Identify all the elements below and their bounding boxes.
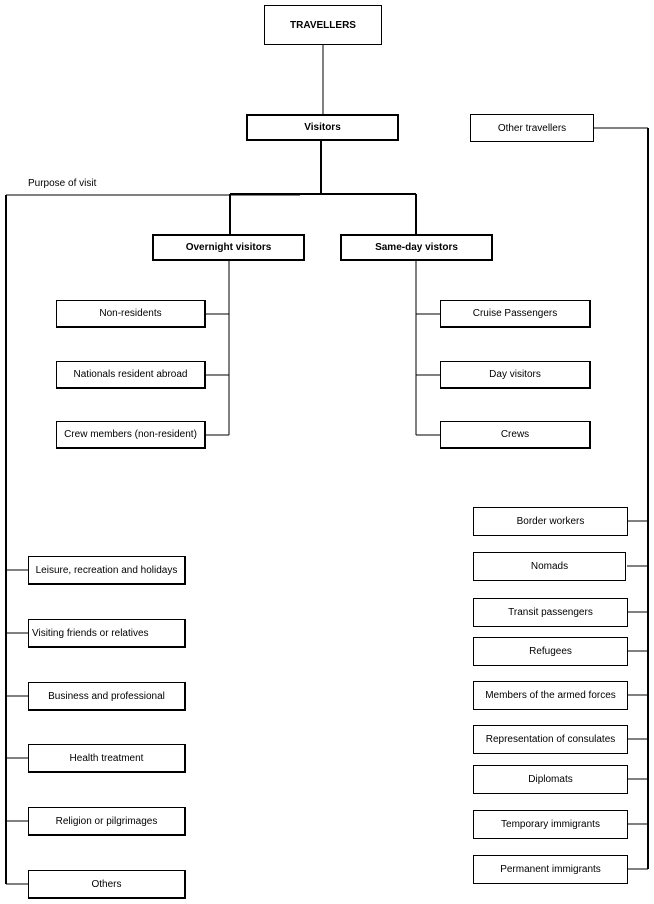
overnight-child-box: Nationals resident abroad [56,361,206,389]
purpose-box: Business and professional [28,682,186,711]
other-traveller-box: Refugees [473,637,628,666]
other-traveller-box: Temporary immigrants [473,810,628,839]
other-traveller-label: Refugees [529,646,572,657]
same-day-child-label: Cruise Passengers [472,308,558,319]
travellers-root-box: TRAVELLERS [264,5,382,45]
purpose-box: Others [28,870,186,899]
overnight-child-box: Non-residents [56,300,206,328]
travellers-root-label: TRAVELLERS [290,19,356,31]
purpose-label: Business and professional [48,690,165,702]
purpose-box: Visiting friends or relatives [28,619,186,648]
other-traveller-label: Nomads [530,561,569,572]
overnight-child-label: Crew members (non-resident) [64,429,197,440]
overnight-child-label: Non-residents [99,308,162,319]
other-travellers-box: Other travellers [470,114,594,142]
purpose-label: Others [91,878,122,890]
other-traveller-box: Nomads [473,552,626,581]
overnight-child-label: Nationals resident abroad [73,369,188,380]
purpose-label: Religion or pilgrimages [55,815,158,827]
other-traveller-box: Permanent immigrants [473,855,628,884]
purpose-box: Health treatment [28,744,186,773]
other-traveller-label: Representation of consulates [485,734,616,745]
purpose-label: Leisure, recreation and holidays [35,564,178,576]
purpose-label: Visiting friends or relatives [32,627,149,639]
visitors-box: Visitors [246,114,399,141]
purpose-box: Leisure, recreation and holidays [28,556,186,585]
same-day-child-box: Day visitors [440,361,591,389]
overnight-child-box: Crew members (non-resident) [56,421,206,449]
purpose-box: Religion or pilgrimages [28,807,186,836]
other-traveller-label: Border workers [516,516,585,527]
other-traveller-label: Temporary immigrants [501,819,600,830]
other-traveller-box: Transit passengers [473,598,628,627]
other-traveller-label: Permanent immigrants [500,864,601,875]
other-traveller-label: Diplomats [528,774,573,785]
visitors-label: Visitors [304,122,341,133]
purpose-of-visit-caption: Purpose of visit [28,178,97,189]
same-day-child-box: Cruise Passengers [440,300,591,328]
other-traveller-label: Members of the armed forces [485,690,616,701]
same-day-child-label: Day visitors [489,369,541,380]
same-day-child-box: Crews [440,421,591,449]
purpose-label: Health treatment [69,752,144,764]
other-traveller-box: Members of the armed forces [473,681,628,710]
other-traveller-label: Transit passengers [508,607,593,618]
overnight-visitors-box: Overnight visitors [152,234,305,261]
other-travellers-label: Other travellers [497,122,567,134]
other-traveller-box: Representation of consulates [473,725,628,754]
overnight-visitors-label: Overnight visitors [185,242,272,253]
other-traveller-box: Border workers [473,507,628,536]
same-day-child-label: Crews [500,429,530,440]
same-day-visitors-label: Same-day vistors [375,242,458,253]
same-day-visitors-box: Same-day vistors [340,234,493,261]
other-traveller-box: Diplomats [473,765,628,794]
